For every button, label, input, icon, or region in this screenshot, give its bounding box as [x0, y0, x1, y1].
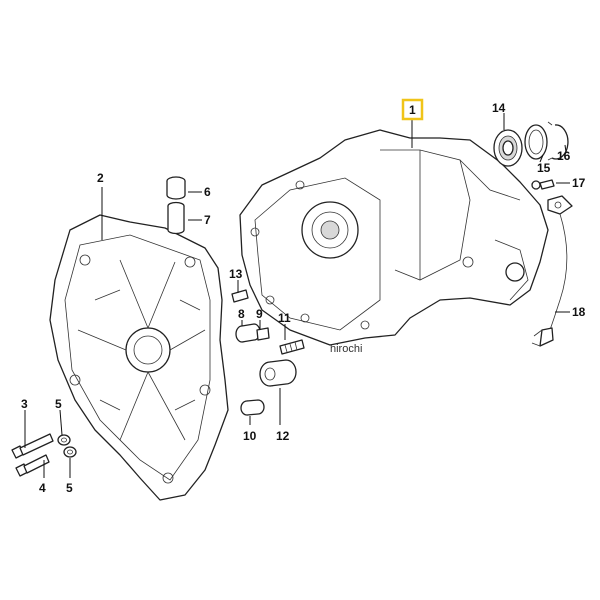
threaded-stud-part-11: [279, 339, 305, 355]
dowel-sleeve-part-7: [167, 201, 185, 235]
callout-18: 18: [572, 305, 586, 319]
bushing-part-8: [235, 323, 261, 343]
bolt-part-4: [15, 454, 50, 477]
callout-16: 16: [557, 149, 571, 163]
gearbox-housing-part: [239, 129, 549, 346]
circlip-part-16: [547, 121, 569, 161]
pin-part-9: [256, 327, 270, 341]
callout-5-upper: 5: [55, 397, 62, 411]
washer-part-5-upper: [57, 434, 71, 446]
watermark-text: hirochi: [330, 343, 362, 355]
washer-part-5-lower: [63, 446, 77, 458]
part-1-highlight-box: [401, 98, 424, 121]
bushing-part-6: [166, 176, 186, 200]
callout-2: 2: [97, 171, 104, 185]
callout-1: 1: [409, 103, 416, 117]
stud-part-13: [231, 289, 249, 303]
seal-ring-part-15: [524, 124, 548, 160]
sensor-part-18: [531, 195, 573, 347]
callout-6: 6: [204, 185, 211, 199]
bearing-part-14: [493, 129, 523, 167]
housing-cover-part: [49, 214, 229, 501]
callout-9: 9: [256, 307, 263, 321]
callout-8: 8: [238, 307, 245, 321]
bushing-part-12: [259, 359, 297, 387]
callout-7: 7: [204, 213, 211, 227]
callout-14: 14: [492, 101, 506, 115]
callout-5-lower: 5: [66, 481, 73, 495]
callout-15: 15: [537, 161, 551, 175]
callout-4: 4: [39, 481, 46, 495]
callout-labels: 1 2 3 4 5 5 6 7 8 9 10 11 12 13 14 15 16…: [21, 101, 586, 495]
screw-part-17: [531, 179, 555, 190]
callout-13: 13: [229, 267, 243, 281]
callout-10: 10: [243, 429, 257, 443]
callout-12: 12: [276, 429, 290, 443]
leader-lines: [24, 113, 570, 478]
callout-17: 17: [572, 176, 586, 190]
callout-3: 3: [21, 397, 28, 411]
callout-11: 11: [278, 311, 291, 325]
bolt-part-3: [11, 433, 54, 459]
bushing-part-10: [240, 399, 265, 416]
